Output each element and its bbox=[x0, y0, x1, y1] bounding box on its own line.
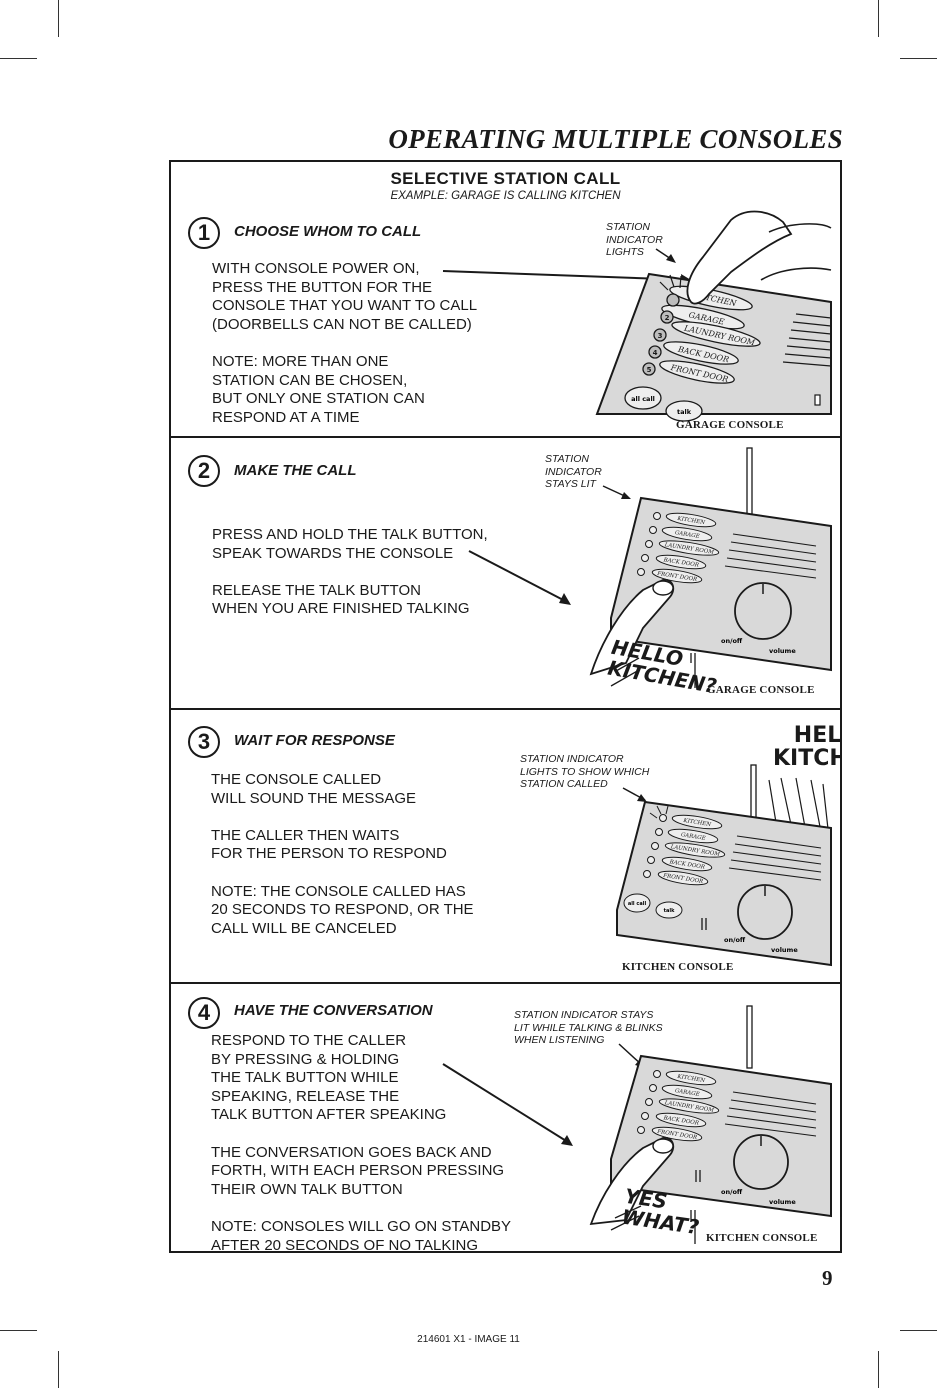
crop-mark bbox=[0, 58, 37, 59]
console-label: GARAGE CONSOLE bbox=[676, 419, 784, 431]
step-panel-1: SELECTIVE STATION CALL EXAMPLE: GARAGE I… bbox=[171, 162, 840, 436]
section-subtitle: EXAMPLE: GARAGE IS CALLING KITCHEN bbox=[390, 190, 621, 202]
console-label: GARAGE CONSOLE bbox=[707, 684, 815, 696]
crop-mark bbox=[900, 1330, 937, 1331]
crop-mark bbox=[58, 1351, 59, 1388]
on-off-label: on/off bbox=[721, 1188, 743, 1196]
step-body: PRESS AND HOLD THE TALK BUTTON, SPEAK TO… bbox=[212, 526, 488, 618]
step-title: MAKE THE CALL bbox=[234, 462, 357, 479]
station-label: KITCHEN bbox=[682, 818, 712, 828]
talk-label: talk bbox=[664, 908, 675, 914]
crop-mark bbox=[878, 0, 879, 37]
kitchen-console-illustration: KITCHEN GARAGE LAUNDRY ROOM BACK DOOR FR… bbox=[616, 764, 832, 967]
station-label: BACK DOOR bbox=[668, 859, 705, 871]
footer-code: 214601 X1 - IMAGE 11 bbox=[417, 1334, 520, 1345]
kitchen-console-illustration: KITCHEN GARAGE LAUNDRY ROOM BACK DOOR FR… bbox=[442, 1005, 832, 1244]
station-label: GARAGE bbox=[674, 1088, 700, 1098]
step-title: WAIT FOR RESPONSE bbox=[234, 732, 395, 749]
step-number-badge: 2 bbox=[188, 455, 220, 487]
step-body: RESPOND TO THE CALLER BY PRESSING & HOLD… bbox=[211, 1032, 512, 1253]
step-number-badge: 3 bbox=[188, 726, 220, 758]
section-title: SELECTIVE STATION CALL bbox=[390, 169, 621, 188]
indicator-callout: STATION INDICATOR LIGHTS TO SHOW WHICH S… bbox=[520, 753, 650, 790]
station-label: KITCHEN bbox=[676, 1074, 706, 1084]
page-number: 9 bbox=[822, 1266, 833, 1290]
station-number: 2 bbox=[665, 314, 670, 322]
crop-mark bbox=[878, 1351, 879, 1388]
on-off-label: on/off bbox=[721, 637, 743, 645]
station-number: 3 bbox=[658, 332, 663, 340]
step-number-badge: 1 bbox=[188, 217, 220, 249]
volume-label: volume bbox=[769, 1198, 796, 1206]
station-number: 5 bbox=[647, 366, 652, 374]
indicator-callout: STATION INDICATOR LIGHTS bbox=[606, 221, 663, 258]
crop-mark bbox=[900, 58, 937, 59]
station-label: GARAGE bbox=[674, 530, 700, 540]
step-body: THE CONSOLE CALLED WILL SOUND THE MESSAG… bbox=[211, 771, 474, 937]
station-label: BACK DOOR bbox=[662, 557, 699, 569]
step-body: WITH CONSOLE POWER ON, PRESS THE BUTTON … bbox=[212, 260, 478, 426]
all-call-label: all call bbox=[631, 395, 655, 403]
step-panel-3: 3 WAIT FOR RESPONSE THE CONSOLE CALLED W… bbox=[171, 708, 840, 982]
indicator-callout: STATION INDICATOR STAYS LIT WHILE TALKIN… bbox=[514, 1009, 663, 1046]
talk-label: talk bbox=[677, 408, 692, 416]
speech-text: HELLO KITCHEN? bbox=[773, 723, 840, 772]
step-title: HAVE THE CONVERSATION bbox=[234, 1002, 433, 1019]
step-number-badge: 4 bbox=[188, 997, 220, 1029]
page-title: OPERATING MULTIPLE CONSOLES bbox=[388, 124, 843, 154]
garage-console-illustration: 2 3 4 5 KITCHEN GARAGE LAUNDRY ROOM BACK… bbox=[442, 210, 832, 422]
console-label: KITCHEN CONSOLE bbox=[622, 961, 734, 973]
station-number: 4 bbox=[653, 349, 658, 357]
station-label: GARAGE bbox=[680, 832, 706, 842]
garage-console-illustration: KITCHEN GARAGE LAUNDRY ROOM BACK DOOR FR… bbox=[468, 447, 832, 688]
crop-mark bbox=[0, 1330, 37, 1331]
indicator-callout: STATION INDICATOR STAYS LIT bbox=[545, 453, 602, 490]
all-call-label: all call bbox=[628, 901, 647, 907]
step-title: CHOOSE WHOM TO CALL bbox=[234, 223, 422, 240]
crop-mark bbox=[58, 0, 59, 37]
instruction-frame: SELECTIVE STATION CALL EXAMPLE: GARAGE I… bbox=[169, 160, 842, 1253]
on-off-label: on/off bbox=[724, 936, 746, 944]
console-label: KITCHEN CONSOLE bbox=[706, 1232, 818, 1244]
step-panel-2: 2 MAKE THE CALL PRESS AND HOLD THE TALK … bbox=[171, 436, 840, 708]
station-label: BACK DOOR bbox=[662, 1115, 699, 1127]
step-panel-4: 4 HAVE THE CONVERSATION RESPOND TO THE C… bbox=[171, 982, 840, 1253]
volume-label: volume bbox=[771, 946, 798, 954]
volume-label: volume bbox=[769, 647, 796, 655]
station-label: KITCHEN bbox=[676, 516, 706, 526]
